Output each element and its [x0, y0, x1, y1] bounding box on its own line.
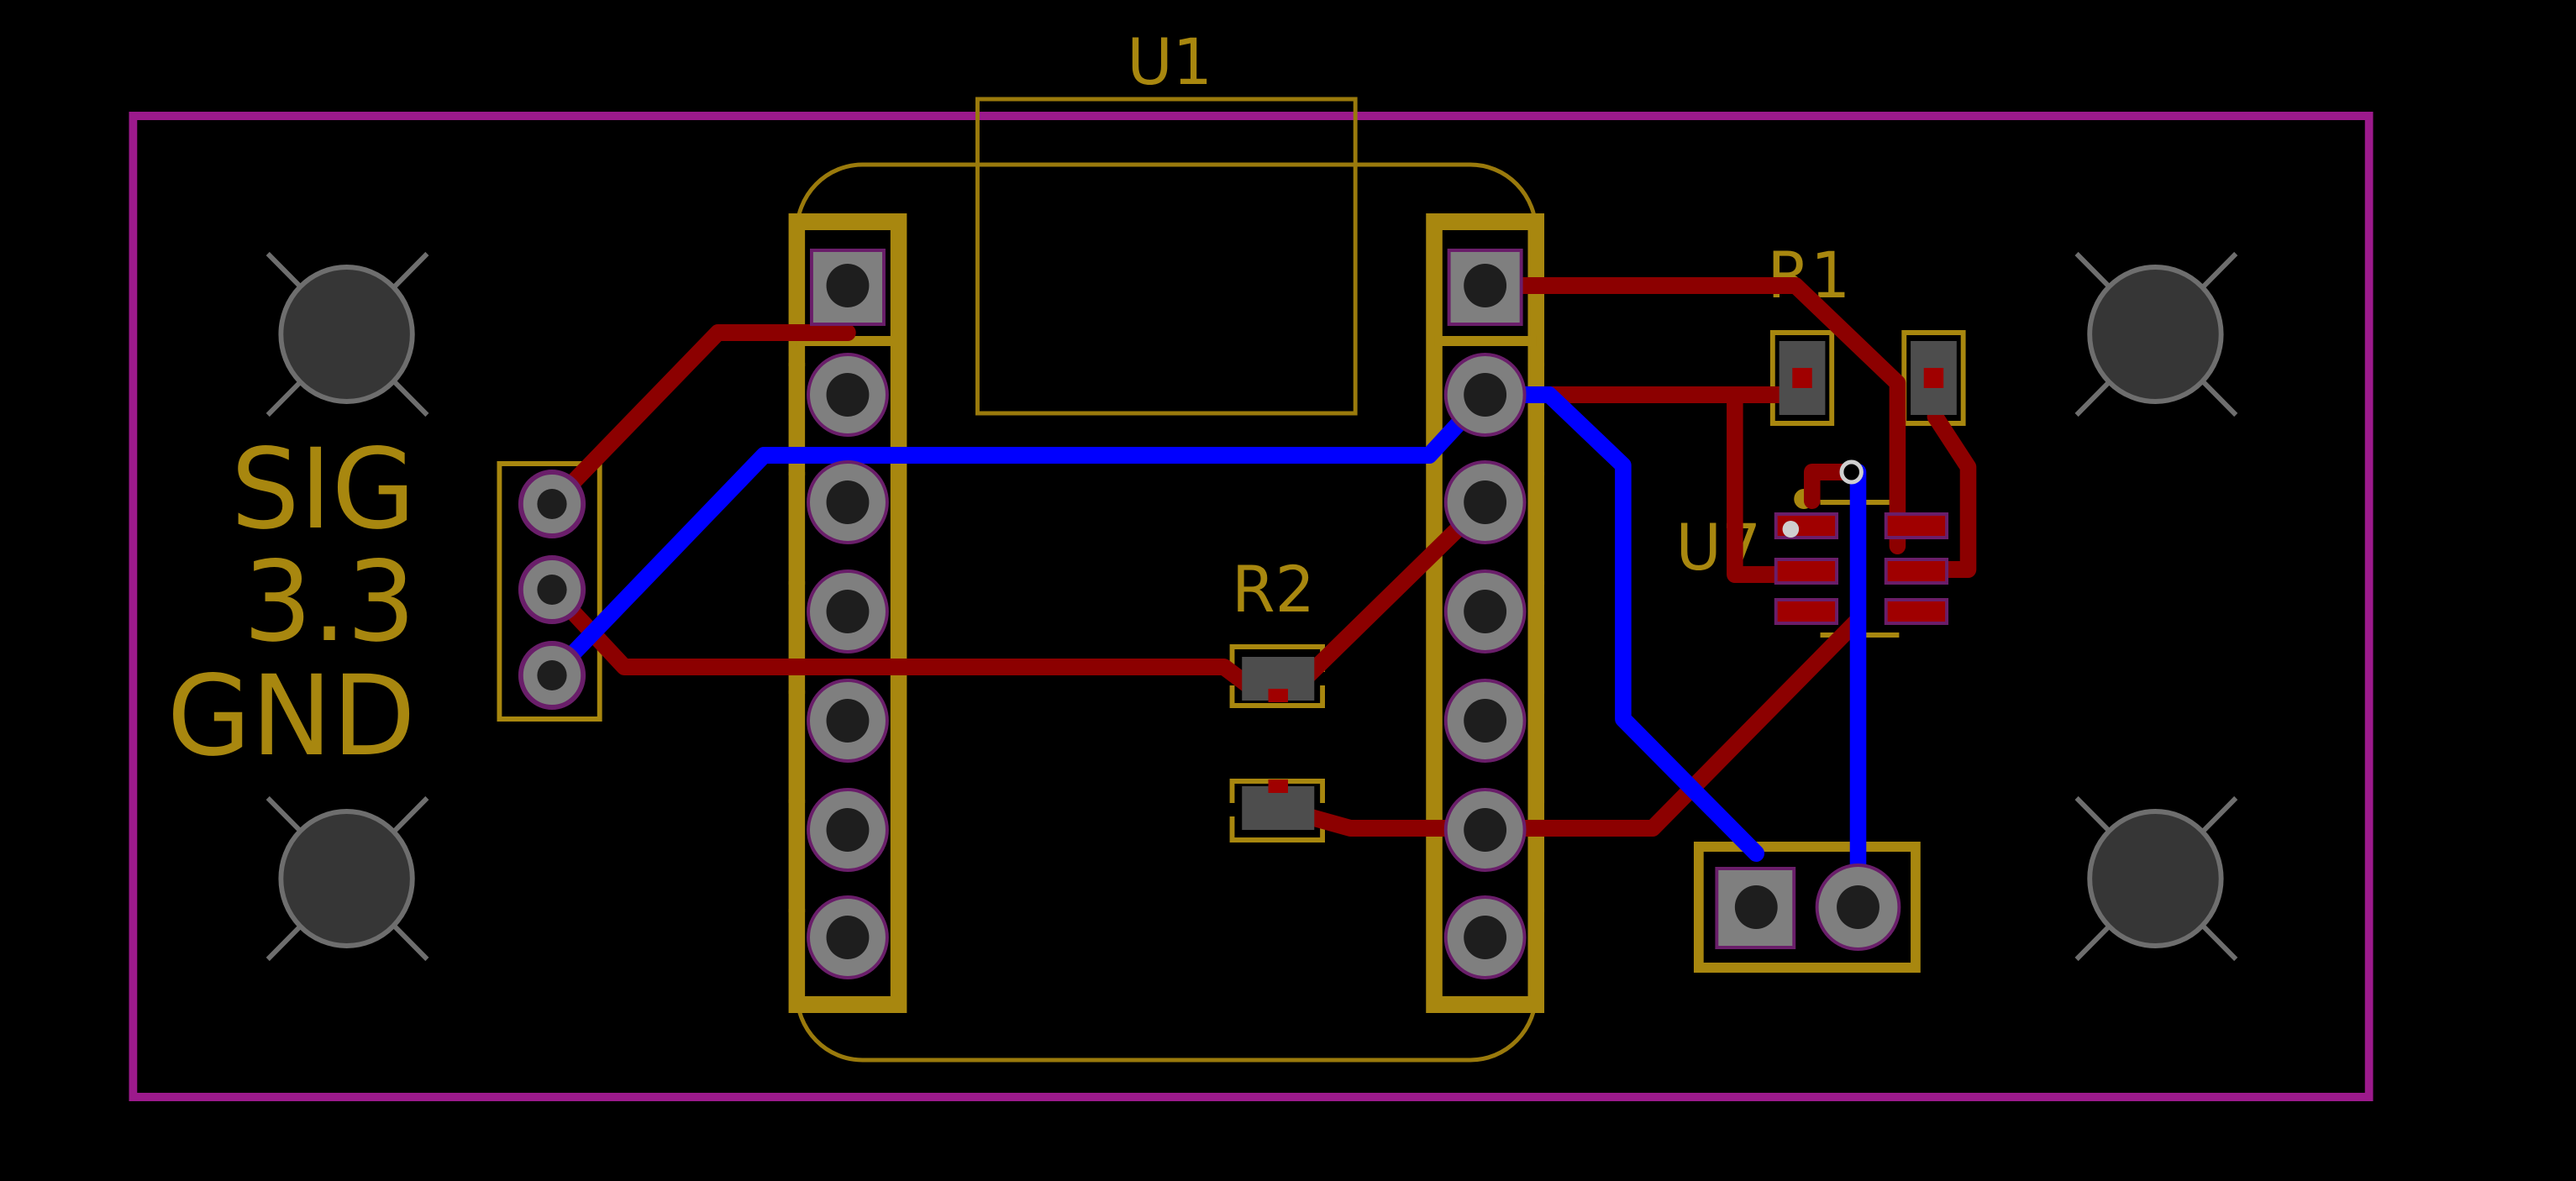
- j-bottom-pads: [1715, 863, 1901, 951]
- u1-left-pads: [807, 249, 889, 979]
- j-bottom-header-outline: [1693, 842, 1921, 973]
- board-outline: [129, 112, 2374, 1101]
- u1-right-header-ticks: [788, 363, 1545, 912]
- u1-module-outline: [794, 162, 1538, 1063]
- r1-pads: [1779, 341, 1957, 415]
- via-u7: [1839, 459, 1864, 485]
- trace-r1-u7: [1536, 375, 1809, 403]
- trace-r1b-u7: [1927, 408, 1977, 578]
- v33-label: 3.3: [243, 538, 415, 667]
- sig-label: SIG: [231, 425, 416, 554]
- j-sig-header-outline: [497, 461, 602, 722]
- u1-right-pads: [1443, 249, 1527, 979]
- trace-sig: [544, 324, 856, 512]
- mount-hole-bottom-right: [2074, 795, 2238, 962]
- u1-right-header-outline: [1426, 213, 1545, 1013]
- r1-pad1-outline: [1769, 330, 1835, 426]
- mount-hole-bottom-left: [265, 795, 429, 962]
- u7-pads: [1774, 512, 1949, 625]
- u1-label: U1: [1127, 24, 1212, 99]
- trace-r2-u1: [1289, 494, 1494, 694]
- trace-r2-u1-bottom: [1270, 613, 1865, 837]
- gnd-label: GND: [167, 652, 416, 781]
- u1-antenna-outline: [975, 97, 1358, 416]
- mount-hole-top-left: [265, 251, 429, 417]
- trace-u7-vdd: [1803, 464, 1860, 509]
- r2-pads: [1242, 657, 1315, 830]
- trace-vcc-blue: [544, 386, 1765, 862]
- u1-left-header-outline: [788, 213, 907, 1013]
- r2-label: R2: [1232, 552, 1315, 627]
- trace-u1-r1: [1476, 277, 1906, 554]
- mount-hole-top-right: [2074, 251, 2238, 417]
- trace-u7-left: [1727, 386, 1783, 583]
- j-sig-pads: [518, 470, 586, 710]
